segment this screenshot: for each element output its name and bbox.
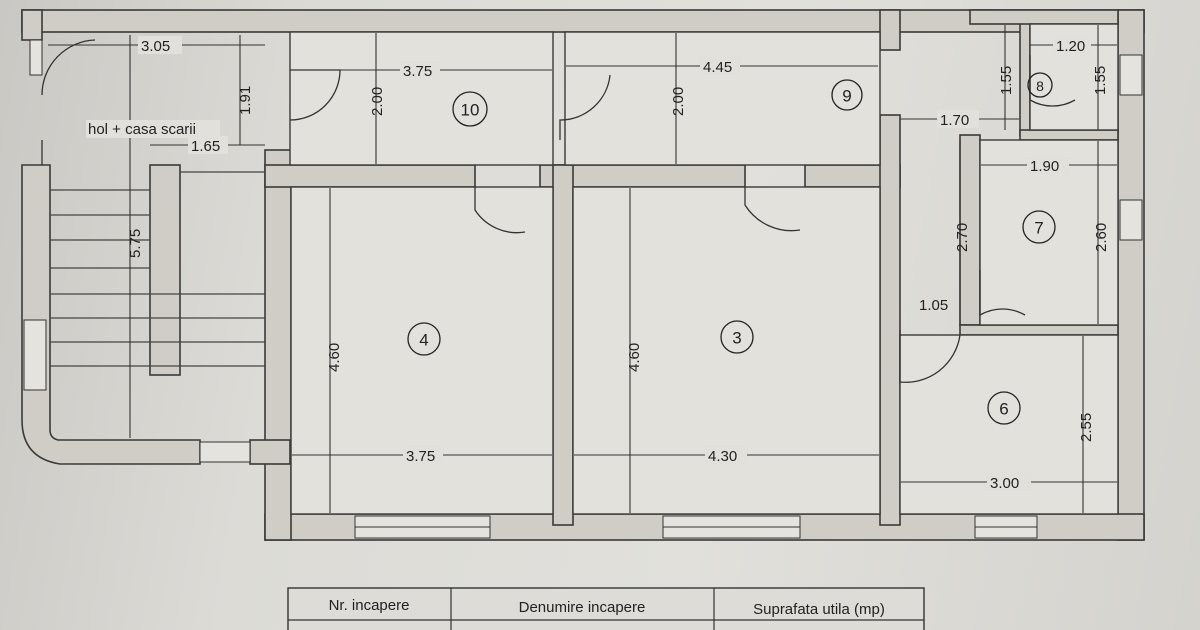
windows — [23, 39, 1143, 539]
dim-hol-height: 1.91 — [237, 86, 254, 115]
dim-hol-width: 3.05 — [141, 38, 170, 55]
dim-r8-right-height: 1.55 — [1092, 66, 1109, 95]
dimension-labels: 3.05 1.91 1.65 5.75 3.75 2.00 4.45 2.00 … — [127, 36, 1110, 492]
table-header-area: Suprafata utila (mp) — [753, 601, 885, 618]
dim-r4-height: 4.60 — [326, 343, 343, 372]
room-number-7: 7 — [1034, 219, 1043, 238]
dim-r3-width: 4.30 — [708, 448, 737, 465]
rooms — [289, 23, 1119, 515]
dim-r6-width: 3.00 — [990, 475, 1019, 492]
dim-corridor-door: 1.05 — [919, 297, 948, 314]
dim-corridor-height: 2.70 — [954, 223, 971, 252]
dim-r7-width: 1.90 — [1030, 158, 1059, 175]
room-number-8: 8 — [1036, 78, 1044, 94]
dim-r3-height: 4.60 — [626, 343, 643, 372]
dim-r8-width: 1.20 — [1056, 38, 1085, 55]
doors — [41, 39, 1076, 383]
room-numbers: 10 9 8 7 6 4 3 — [407, 72, 1056, 425]
table-header-name: Denumire incapere — [519, 599, 646, 616]
dim-r6-height: 2.55 — [1078, 413, 1095, 442]
dim-r10-width: 3.75 — [403, 63, 432, 80]
dim-r9-height: 2.00 — [670, 87, 687, 116]
room-number-4: 4 — [419, 331, 428, 350]
room-number-3: 3 — [732, 329, 741, 348]
room-table: Nr. incapere Denumire incapere Suprafata… — [287, 587, 925, 630]
room-number-10: 10 — [461, 101, 480, 120]
dim-r4-width: 3.75 — [406, 448, 435, 465]
room-number-6: 6 — [999, 400, 1008, 419]
stairs — [50, 171, 265, 367]
dim-stair-length: 5.75 — [127, 229, 144, 258]
stair-hall-label: hol + casa scarii — [88, 121, 196, 138]
table-header-number: Nr. incapere — [329, 597, 410, 614]
dim-r9-width: 4.45 — [703, 59, 732, 76]
dim-r10-height: 2.00 — [369, 87, 386, 116]
dim-r8-left-height: 1.55 — [998, 66, 1015, 95]
room-number-9: 9 — [842, 87, 851, 106]
dim-r7-height: 2.60 — [1093, 223, 1110, 252]
dim-hol-door: 1.65 — [191, 138, 220, 155]
dim-corridor-width: 1.70 — [940, 112, 969, 129]
